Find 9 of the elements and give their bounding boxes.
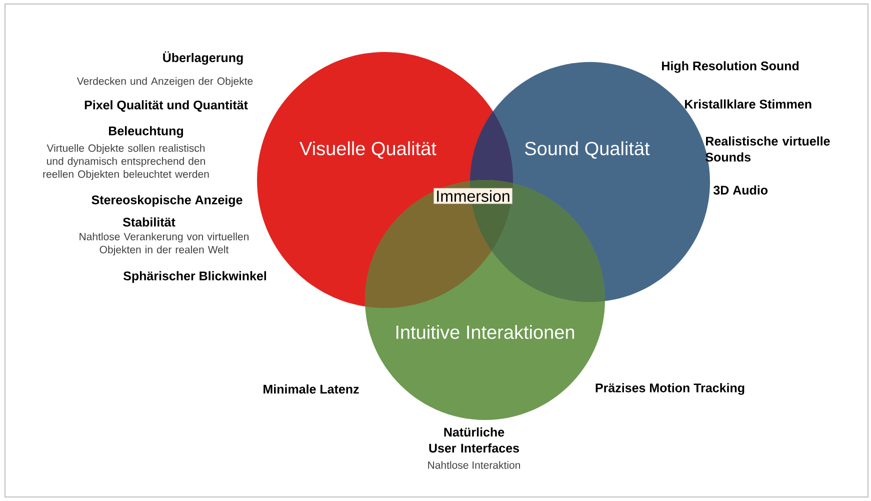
item-description: Nahtlose Interaktion: [428, 461, 520, 469]
item-heading: Beleuchtung: [109, 126, 184, 138]
item-heading: Stereoskopische Anzeige: [92, 195, 242, 207]
item-heading: Überlagerung: [163, 51, 243, 65]
item-heading: Sphärischer Blickwinkel: [123, 271, 266, 283]
item-heading: Präzises Motion Tracking: [596, 383, 744, 395]
item-heading: Stabilität: [122, 217, 176, 227]
item-description: Virtuelle Objekte sollen realistisch und dynamisch entsprechend den reellen Objekten beleuchtet werden: [43, 144, 209, 180]
item-heading: Kristallklare Stimmen: [685, 99, 812, 109]
